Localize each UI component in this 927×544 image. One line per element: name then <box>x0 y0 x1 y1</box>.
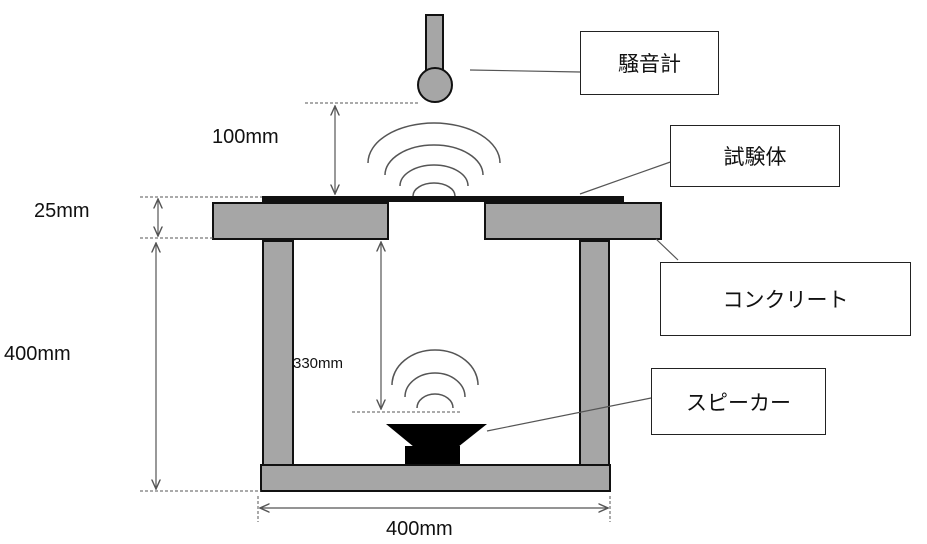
concrete-callout: コンクリート <box>660 262 911 336</box>
speaker-icon <box>386 424 487 464</box>
sound-waves-upper <box>367 122 501 197</box>
sound-meter-callout: 騒音計 <box>580 31 719 95</box>
leader-lines <box>469 69 679 432</box>
sound-waves-lower <box>391 349 479 409</box>
dim-label-330mm: 330mm <box>293 355 344 372</box>
sound-meter-label: 騒音計 <box>618 52 681 76</box>
dim-label-400mm-vertical: 400mm <box>4 343 71 365</box>
concrete-base <box>260 464 611 492</box>
concrete-wall-right <box>579 240 610 467</box>
dim-label-100mm: 100mm <box>212 126 279 148</box>
dim-label-400mm-horizontal: 400mm <box>386 518 453 540</box>
dim-label-25mm: 25mm <box>34 200 90 222</box>
specimen-callout: 試験体 <box>670 125 840 187</box>
guide-lines <box>140 102 611 522</box>
speaker-callout: スピーカー <box>651 368 826 435</box>
concrete-wall-left <box>262 240 294 467</box>
concrete-slab-right <box>484 202 662 240</box>
sound-meter-icon <box>417 14 453 103</box>
specimen-sheet <box>262 196 624 202</box>
concrete-label: コンクリート <box>722 288 849 312</box>
specimen-label: 試験体 <box>723 145 787 169</box>
concrete-slab-left <box>212 202 389 240</box>
dimension-arrows <box>156 106 608 508</box>
speaker-label: スピーカー <box>686 390 791 415</box>
